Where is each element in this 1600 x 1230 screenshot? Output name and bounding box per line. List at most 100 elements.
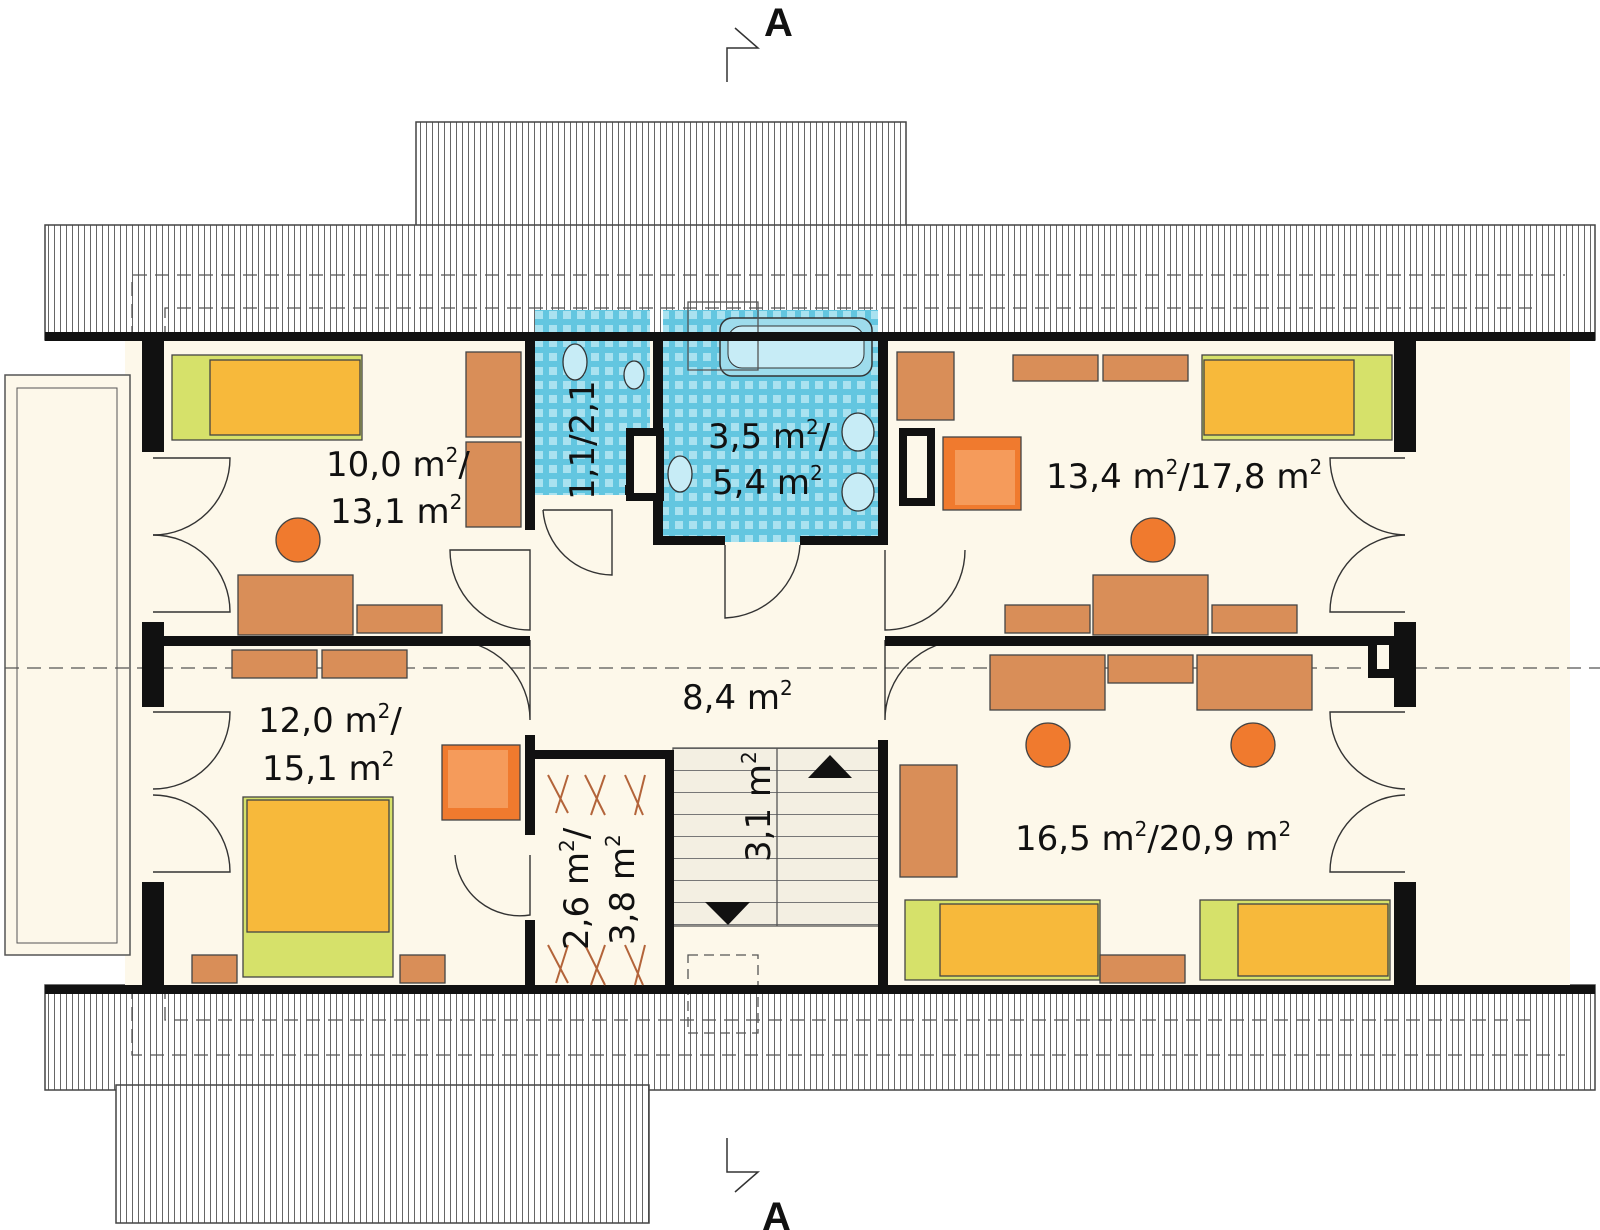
desk-tl [237, 574, 354, 636]
shelf-tr-3 [1004, 604, 1091, 634]
section-mark-top: A [726, 1, 793, 82]
wardrobe-hangers-bottom [547, 944, 646, 986]
cabinet-br [899, 764, 958, 878]
room-labels: 10,0 m2/ 13,1 m2 1,1/2,1 3,5 m2/ 5,4 m2 … [258, 380, 1322, 950]
shelf-bl-2 [321, 649, 408, 679]
wall-wardrobe-top [525, 750, 673, 759]
wall-right-1 [1394, 340, 1416, 452]
label-stairs: 3,1 m2 [737, 751, 779, 862]
knee-line-bottom-outer [131, 985, 1565, 1056]
door-swing-7 [454, 854, 531, 917]
chair-tr [1130, 517, 1176, 563]
wall-bath-bottom [653, 536, 725, 545]
wall-left-1 [142, 340, 164, 452]
shelf-tl [356, 604, 443, 634]
wall-right-3 [1394, 882, 1416, 985]
label-bedroom-top-left-1: 10,0 m2/ [326, 443, 470, 485]
door-swing-8 [542, 509, 613, 576]
staircase [672, 747, 881, 1034]
wall-wardrobe-right [665, 750, 674, 988]
desk-br-1 [989, 654, 1106, 711]
desk-tr [1092, 574, 1209, 636]
wall-bath-bottom-2 [800, 536, 885, 545]
wall-mid-left [162, 636, 530, 646]
roof-bottom-left-dormer [115, 1084, 650, 1224]
label-bedroom-top-right: 13,4 m2/17,8 m2 [1046, 455, 1322, 497]
bed-single-top-right [1201, 354, 1393, 441]
wc-duct [626, 428, 664, 501]
chair-br-1 [1025, 722, 1071, 768]
label-wc: 1,1/2,1 [563, 380, 603, 500]
section-mark-bottom-line [726, 1138, 761, 1193]
door-swing-10 [884, 549, 966, 631]
label-bathroom-1: 3,5 m2/ [708, 415, 831, 457]
door-swing-9 [724, 544, 801, 619]
wall-right-2 [1394, 622, 1416, 707]
wall-v-right-top [878, 340, 888, 545]
wall-left-3 [142, 882, 164, 985]
door-swing-15 [1329, 794, 1406, 873]
door-swing-5 [449, 549, 531, 631]
door-swing-3 [152, 711, 231, 790]
bed-single-bottom-right-2 [1199, 899, 1391, 981]
wall-left-2 [142, 622, 164, 707]
label-bedroom-bottom-left-1: 12,0 m2/ [258, 699, 402, 741]
door-swing-1 [152, 457, 231, 536]
bed-double [242, 796, 394, 978]
label-wardrobe-1: 2,6 m2/ [555, 827, 597, 950]
knee-line-top-inner [164, 307, 1532, 340]
door-swing-14 [1329, 711, 1406, 790]
section-mark-top-line [726, 27, 761, 82]
door-swing-2 [152, 534, 231, 613]
label-bathroom-2: 5,4 m2 [712, 461, 823, 503]
bidet [841, 412, 875, 452]
wall-v-left-bottom [525, 735, 535, 835]
section-mark-top-letter: A [764, 1, 793, 45]
chair-br-2 [1230, 722, 1276, 768]
label-wardrobe-2: 3,8 m2 [601, 834, 643, 945]
nightstand-bl-2 [399, 954, 446, 984]
furniture [171, 351, 1393, 986]
wall-mid-right [885, 636, 1397, 646]
bed-single-bottom-right-1 [904, 899, 1101, 981]
door-swing-13 [1329, 534, 1406, 613]
section-mark-bottom-letter: A [762, 1195, 791, 1230]
desk-br-2 [1196, 654, 1313, 711]
cabinet-tr [896, 351, 955, 421]
door-swing-4 [152, 794, 231, 873]
toilet-wc [562, 343, 588, 381]
toilet-bath [841, 472, 875, 512]
bed-single-top-left [171, 354, 363, 441]
section-mark-bottom: A [726, 1138, 791, 1230]
stair-up-arrow [808, 755, 852, 778]
sink-wc [623, 360, 645, 390]
wall-v-left-top [525, 340, 535, 530]
bath-duct [899, 428, 935, 506]
label-bedroom-bottom-right: 16,5 m2/20,9 m2 [1015, 817, 1291, 859]
stair-down-arrow [705, 902, 750, 925]
shelf-bl-1 [231, 649, 318, 679]
wall-v-right-bottom [878, 740, 888, 988]
cabinet-tl-1 [465, 351, 522, 438]
wardrobe-hangers-top [547, 774, 646, 816]
wall-bottom-outer [45, 985, 1595, 994]
wall-top-outer [45, 332, 1595, 341]
roof-bottom-band [44, 984, 1596, 1091]
roof-top-dormer [415, 121, 907, 231]
door-swing-12 [1329, 457, 1406, 536]
label-hall: 8,4 m2 [682, 676, 793, 718]
nightstand-br [1099, 954, 1186, 984]
shelf-br [1107, 654, 1194, 684]
chair-tl [275, 517, 321, 563]
label-bedroom-bottom-left-2: 15,1 m2 [262, 747, 394, 789]
armchair-bl-seat [448, 750, 508, 808]
knee-line-bottom-inner [164, 985, 1532, 1021]
sink-bath [667, 455, 693, 493]
balcony-left-inner [16, 387, 118, 944]
wall-v-left-bottom-2 [525, 920, 535, 988]
balcony-left [4, 374, 131, 956]
shelf-tr-1 [1012, 354, 1099, 382]
nightstand-bl-1 [191, 954, 238, 984]
knee-line-top-outer [131, 274, 1565, 340]
